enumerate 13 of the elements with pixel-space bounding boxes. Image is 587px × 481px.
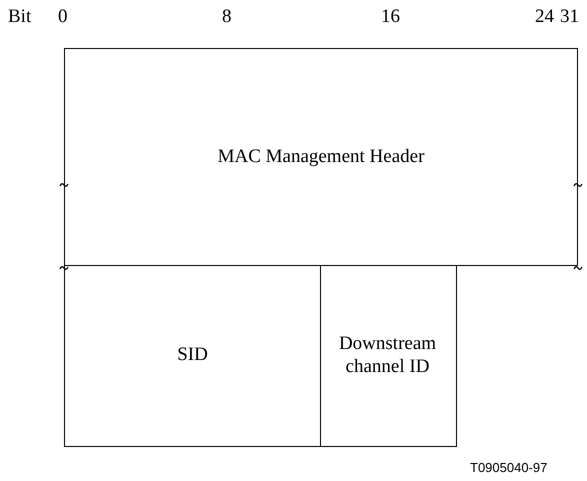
field-name: SID [177,344,208,367]
bit-number: 8 [222,6,232,28]
field-box [64,265,321,447]
figure-id: T0905040-97 [470,460,548,475]
field-name: Downstream channel ID [338,332,438,378]
bit-number: 16 [381,6,400,28]
header-field [64,48,578,266]
bit-number: 0 [58,6,68,28]
axis-title: Bit [8,6,32,28]
field-box [319,265,457,447]
bit-number: 24 [535,6,554,28]
bit-number: 31 [560,6,579,28]
field-name: MAC Management Header [218,146,424,168]
